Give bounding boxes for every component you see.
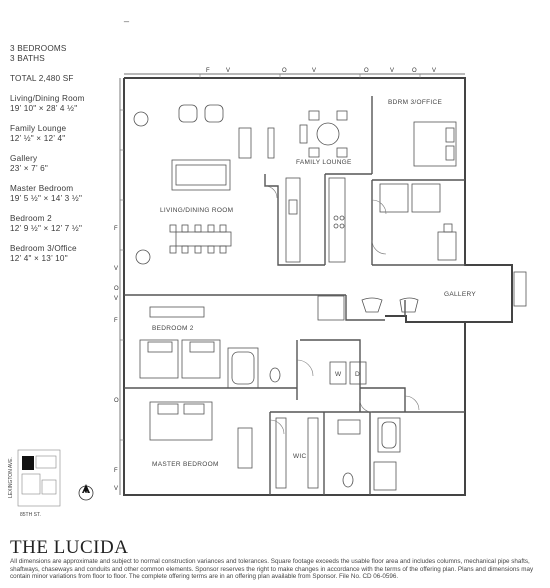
dryer-label: D	[355, 371, 360, 378]
family-lounge-furniture	[299, 110, 348, 158]
exposure-marker: V	[432, 68, 436, 74]
exposure-marker: V	[226, 68, 230, 74]
room-name: Bedroom 3/Office	[10, 244, 77, 253]
room-dimensions: 12’ 9 ½" × 12’ 7 ½"	[10, 224, 83, 233]
exposure-marker: F	[114, 468, 118, 474]
exposure-marker: O	[282, 68, 287, 74]
room-labels: LIVING/DINING ROOM FAMILY LOUNGE BDRM 3/…	[152, 99, 476, 468]
room-name: Bedroom 2	[10, 214, 52, 223]
exposure-marker: F	[114, 318, 118, 324]
master-bedroom-label: MASTER BEDROOM	[152, 461, 219, 468]
bedroom2-label: BEDROOM 2	[152, 325, 194, 332]
key-plan: LEXINGTON AVE. 85TH ST.	[8, 449, 61, 518]
room-dimensions: 12’ ½" × 12’ 4"	[10, 134, 66, 143]
room-dimensions: 19’ 5 ½" × 14’ 3 ½"	[10, 194, 83, 203]
exposure-marker: F	[114, 226, 118, 232]
living-dining-label: LIVING/DINING ROOM	[160, 207, 233, 214]
bath-count: 3 BATHS	[10, 54, 45, 63]
exposure-marker: V	[390, 68, 394, 74]
exposure-marker: O	[114, 398, 119, 404]
exterior-walls	[119, 73, 513, 496]
top-exposure-markers: F V O V O V O V	[206, 68, 436, 74]
interior-walls	[124, 96, 465, 495]
gallery-label: GALLERY	[444, 291, 476, 298]
exposure-marker: V	[114, 296, 118, 302]
window-marks	[120, 74, 421, 441]
bedroom-count: 3 BEDROOMS	[10, 44, 67, 53]
room-name: Living/Dining Room	[10, 94, 85, 103]
exposure-marker: O	[412, 68, 417, 74]
bedroom3-label: BDRM 3/OFFICE	[388, 99, 442, 106]
room-dimensions: 12’ 4" × 13’ 10"	[10, 254, 68, 263]
room-name: Master Bedroom	[10, 184, 74, 193]
exposure-marker: O	[114, 286, 119, 292]
wic-label: WIC	[293, 453, 307, 460]
room-name: Gallery	[10, 154, 38, 163]
north-compass-icon: N	[78, 484, 94, 501]
building-name: THE LUCIDA	[10, 537, 129, 558]
total-square-feet: TOTAL 2,480 SF	[10, 74, 74, 83]
kitchen	[285, 177, 346, 263]
bedroom2-furniture	[139, 306, 281, 389]
master-bedroom-furniture	[149, 401, 401, 491]
exposure-marker: V	[114, 266, 118, 272]
street-label-85th: 85TH ST.	[20, 512, 41, 518]
exposure-marker: O	[364, 68, 369, 74]
top-mark: _	[124, 12, 130, 22]
washer-label: W	[335, 371, 342, 378]
legal-disclaimer: All dimensions are approximate and subje…	[10, 558, 534, 581]
compass-label: N	[84, 492, 88, 498]
left-exposure-markers: F V O V F O F V	[114, 226, 119, 492]
bedroom3-furniture	[379, 121, 457, 261]
room-dimensions: 19’ 10" × 28’ 4 ½"	[10, 104, 78, 113]
gallery-elements	[317, 271, 527, 321]
door-swings	[264, 185, 420, 435]
family-lounge-label: FAMILY LOUNGE	[296, 159, 352, 166]
street-label-lexington: LEXINGTON AVE.	[8, 457, 14, 498]
living-furniture	[133, 104, 275, 265]
exposure-marker: V	[114, 486, 118, 492]
floor-plan: LIVING/DINING ROOM FAMILY LOUNGE BDRM 3/…	[8, 68, 527, 518]
unit-info-panel: 3 BEDROOMS 3 BATHS TOTAL 2,480 SF Living…	[10, 44, 118, 264]
exposure-marker: V	[312, 68, 316, 74]
room-name: Family Lounge	[10, 124, 67, 133]
exposure-marker: F	[206, 68, 210, 74]
laundry	[329, 361, 367, 385]
room-dimensions: 23’ × 7’ 6"	[10, 164, 48, 173]
